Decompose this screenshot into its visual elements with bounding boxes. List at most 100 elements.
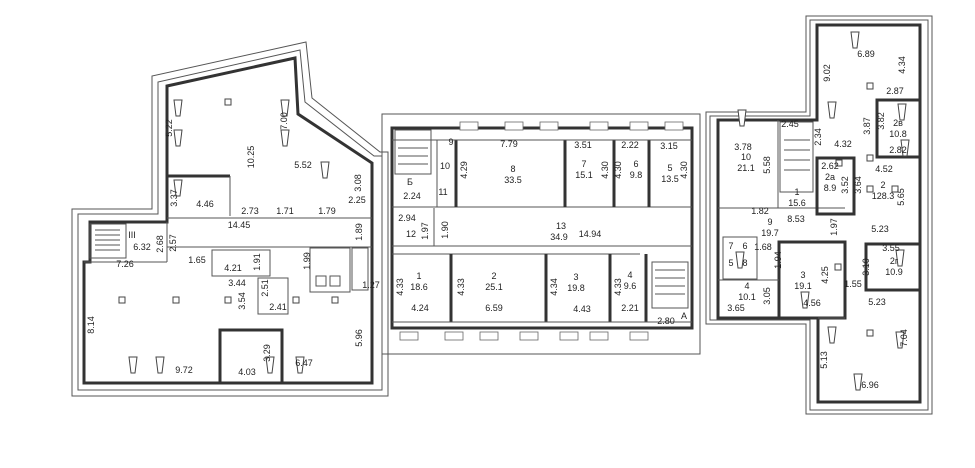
dimension-label-vertical: 2.57 — [168, 234, 178, 252]
plan-label: 34.9 — [550, 232, 568, 242]
plan-label: 7 — [581, 159, 586, 169]
plan-label: 7 — [728, 241, 733, 251]
window-icon — [459, 121, 479, 131]
plan-label: 2.80 — [657, 316, 675, 326]
plan-label: 25.1 — [485, 282, 503, 292]
plan-label: 4.21 — [224, 263, 242, 273]
plan-label: 11 — [438, 187, 447, 197]
column-icon — [891, 185, 899, 193]
plan-label: 128.3 — [872, 191, 895, 201]
dimension-label-vertical: 3.10 — [861, 258, 871, 276]
plan-label: 5.52 — [294, 160, 312, 170]
staircase-icon — [394, 129, 432, 175]
dimension-label-vertical: 1.97 — [420, 222, 430, 240]
window-icon — [629, 331, 649, 341]
window-icon — [559, 331, 579, 341]
plan-label: 1 — [416, 271, 421, 281]
plan-label: 4.24 — [411, 303, 429, 313]
window-icon — [479, 331, 499, 341]
right-wing — [705, 15, 933, 415]
light-fixture-icon — [265, 356, 275, 374]
light-fixture-icon — [895, 331, 905, 349]
plan-label: 1.82 — [751, 206, 769, 216]
plan-label: 9.6 — [624, 281, 637, 291]
plan-label: 4.52 — [875, 164, 893, 174]
light-fixture-icon — [895, 249, 905, 267]
plan-label: 2г — [890, 256, 899, 266]
column-icon — [866, 82, 874, 90]
plan-label: 4.03 — [238, 367, 256, 377]
column-icon — [866, 185, 874, 193]
plan-label: 1.71 — [276, 206, 294, 216]
plan-label: 10.1 — [738, 292, 756, 302]
light-fixture-icon — [853, 373, 863, 391]
plan-label: 1.55 — [844, 279, 862, 289]
plan-label: 2.73 — [241, 206, 259, 216]
plan-label: 8.53 — [787, 214, 805, 224]
window-icon — [504, 121, 524, 131]
staircase-icon — [779, 121, 814, 193]
plan-label: 3.51 — [574, 140, 592, 150]
plan-label: Б — [407, 177, 413, 187]
light-fixture-icon — [800, 291, 810, 309]
dimension-label-vertical: 4.30 — [679, 161, 689, 179]
plan-label: 2.94 — [398, 213, 416, 223]
dimension-label-vertical: 7.04 — [899, 329, 909, 347]
light-fixture-icon — [128, 356, 138, 374]
column-icon — [834, 263, 842, 271]
plan-label: 3.15 — [660, 141, 678, 151]
toilet-icon — [315, 275, 327, 287]
plan-label: 2 — [491, 271, 496, 281]
light-fixture-icon — [280, 129, 290, 147]
plan-label: 9 — [448, 137, 453, 147]
dimension-label-vertical: 1.89 — [354, 223, 364, 241]
plan-label: 3.55 — [882, 243, 900, 253]
plan-label: 9.8 — [630, 170, 643, 180]
plan-label: 2.25 — [348, 195, 366, 205]
plan-label: 12 — [406, 229, 416, 239]
column-icon — [866, 154, 874, 162]
dimension-label-vertical: 4.33 — [456, 278, 466, 296]
plan-label: 8 — [510, 164, 515, 174]
plan-label: 2.22 — [621, 140, 639, 150]
staircase-icon — [651, 261, 689, 309]
light-fixture-icon — [295, 356, 305, 374]
plan-label: 4.46 — [196, 199, 214, 209]
plan-label: 5 — [667, 163, 672, 173]
light-fixture-icon — [827, 326, 837, 344]
plan-label: 15.1 — [575, 170, 593, 180]
plan-label: 4 — [627, 270, 632, 280]
dimension-label-vertical: 9.02 — [822, 64, 832, 82]
plan-label: 9 — [767, 217, 772, 227]
toilet-icon — [329, 275, 341, 287]
plan-label: 10.9 — [885, 267, 903, 277]
plan-label: 2.21 — [621, 303, 639, 313]
plan-label: 2.45 — [781, 119, 799, 129]
column-icon — [224, 296, 232, 304]
light-fixtures — [118, 31, 910, 391]
plan-label: 2 — [880, 180, 885, 190]
plan-label: 6.96 — [861, 380, 879, 390]
column-icon — [118, 296, 126, 304]
plan-label: 6 — [633, 159, 638, 169]
plan-label: 1.68 — [754, 242, 772, 252]
plan-label: 14.45 — [228, 220, 251, 230]
plan-label: 3 — [573, 272, 578, 282]
plan-label: 13 — [556, 221, 566, 231]
light-fixture-icon — [737, 109, 747, 127]
dimension-label-vertical: 5.13 — [819, 351, 829, 369]
plan-label: 5 — [728, 258, 733, 268]
plan-label: 2.62 — [821, 161, 839, 171]
plan-label: 2.87 — [886, 86, 904, 96]
plan-label: 2в — [893, 118, 903, 128]
dimension-label-vertical: 4.25 — [820, 266, 830, 284]
plan-label: 15.6 — [788, 198, 806, 208]
light-fixture-icon — [900, 139, 910, 157]
light-fixture-icon — [850, 31, 860, 49]
plan-label: 10 — [440, 161, 450, 171]
plan-label: 13.5 — [661, 174, 679, 184]
light-fixture-icon — [280, 99, 290, 117]
window-icon — [664, 121, 684, 131]
plan-label: А — [681, 311, 687, 321]
